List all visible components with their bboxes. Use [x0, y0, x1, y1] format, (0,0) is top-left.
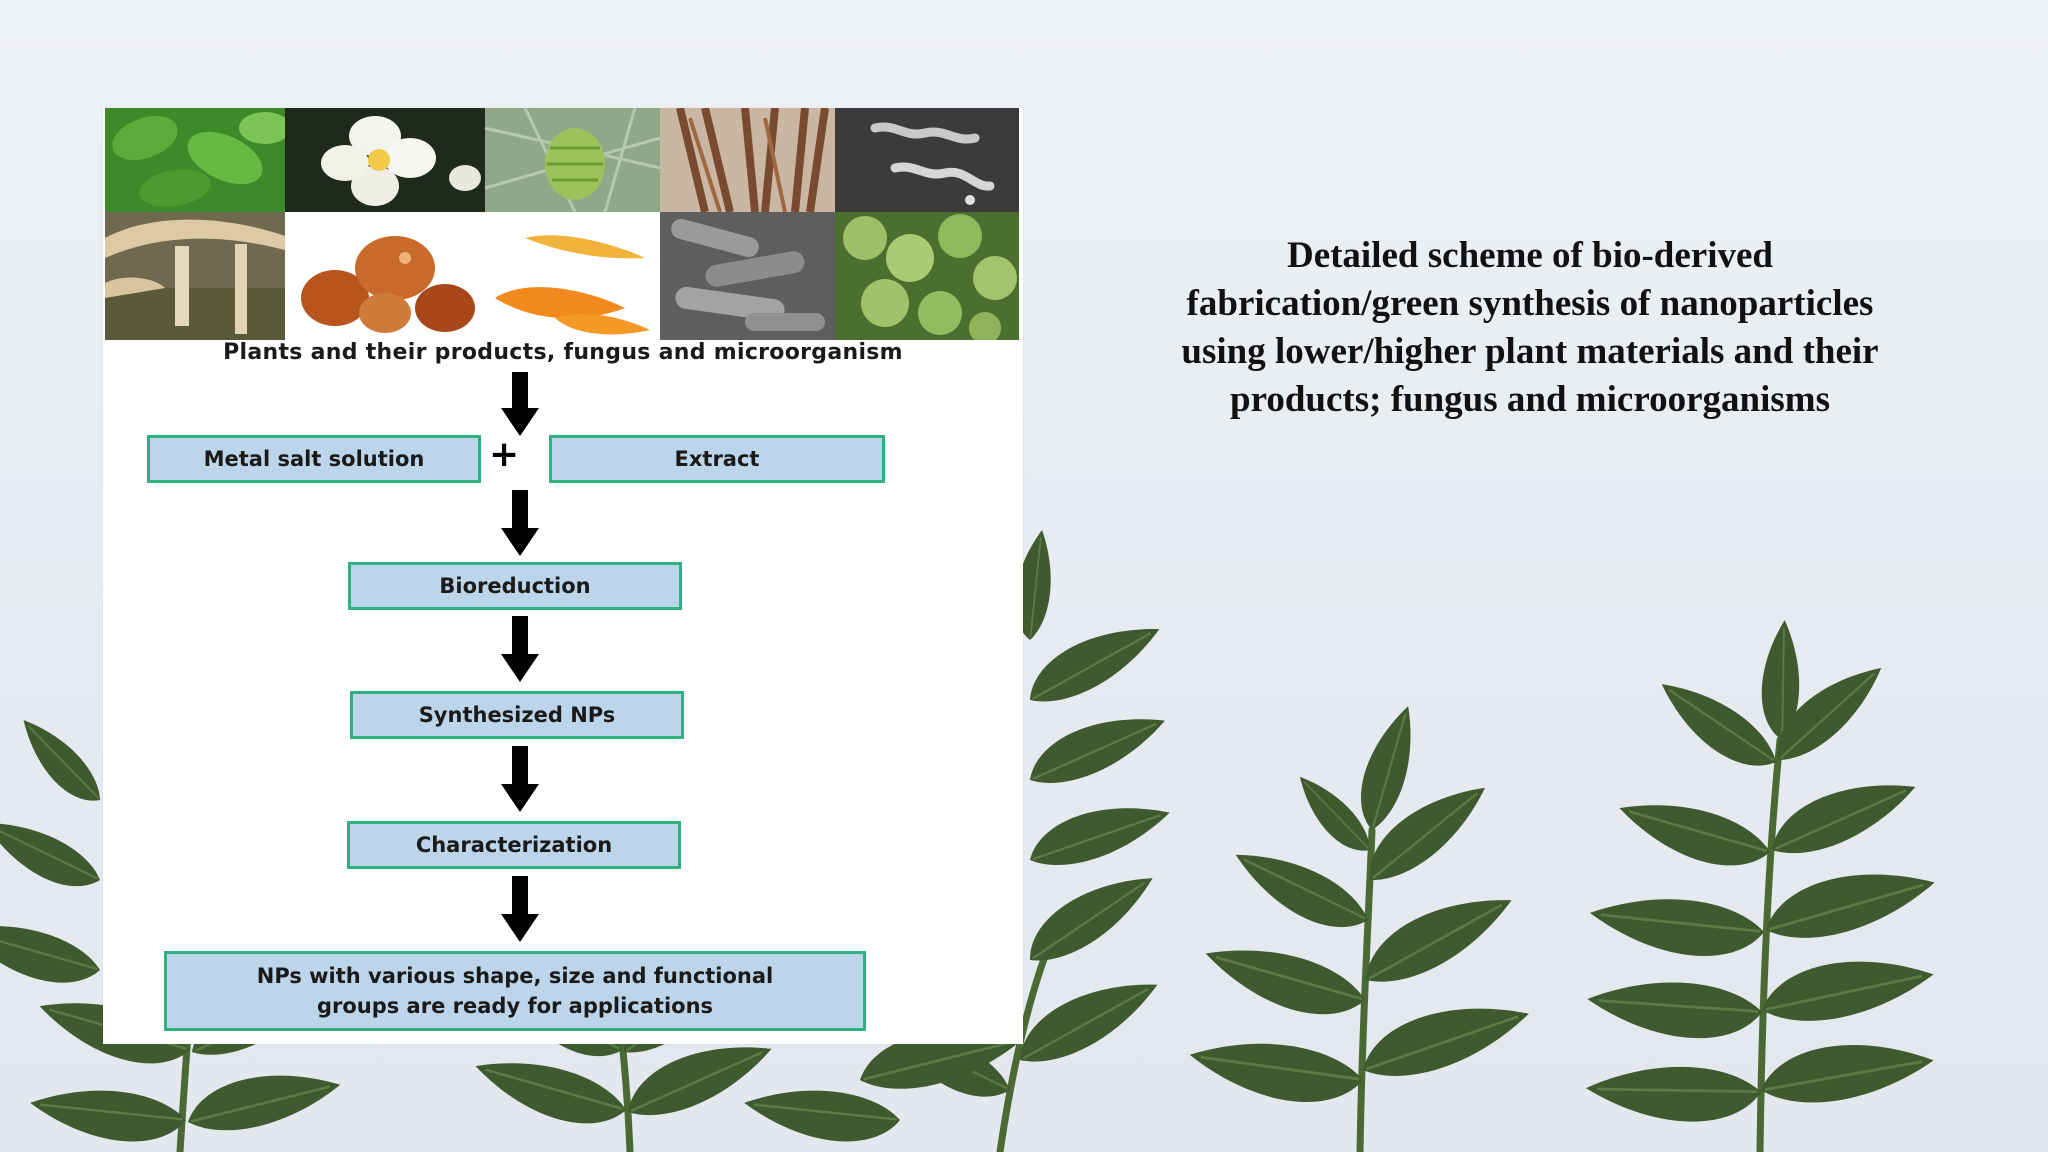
green-spores-micrograph-photo [835, 212, 1019, 340]
synthesized-nps-box: Synthesized NPs [350, 691, 684, 739]
white-flower-photo [285, 108, 485, 212]
orange-peel-photo [485, 212, 660, 340]
rod-bacteria-micrograph-photo [660, 212, 835, 340]
pine-cone-photo [484, 108, 661, 213]
bioreduction-box: Bioreduction [348, 562, 682, 610]
gum-resin-photo [285, 212, 485, 340]
plus-icon: + [489, 434, 520, 475]
bark-roots-photo [660, 108, 835, 213]
flow-arrows [501, 372, 539, 942]
mushrooms-photo [105, 212, 285, 340]
arrow-down-icon [501, 746, 539, 812]
scheme-description: Detailed scheme of bio-derived fabricati… [1181, 235, 1879, 420]
metal-salt-solution-label: Metal salt solution [203, 446, 425, 471]
arrow-down-icon [501, 876, 539, 942]
arrow-down-icon [501, 372, 539, 436]
bacteria-micrograph-photo [835, 108, 1019, 212]
arrow-down-icon [501, 490, 539, 556]
applications-ready-line1: NPs with various shape, size and functio… [256, 963, 774, 988]
mint-leaves-photo [105, 108, 291, 212]
photo-grid-caption: Plants and their products, fungus and mi… [223, 340, 903, 365]
arrow-down-icon [501, 616, 539, 682]
characterization-label: Characterization [415, 832, 613, 857]
applications-ready-box: NPs with various shape, size and functio… [164, 951, 866, 1031]
applications-ready-line2: groups are ready for applications [316, 994, 714, 1018]
synthesized-nps-label: Synthesized NPs [418, 702, 616, 727]
extract-label: Extract [674, 446, 760, 471]
extract-box: Extract [549, 435, 885, 483]
synthesis-scheme-figure: Plants and their products, fungus and mi… [103, 108, 1023, 1044]
source-photo-grid [105, 108, 1019, 340]
metal-salt-solution-box: Metal salt solution [147, 435, 481, 483]
characterization-box: Characterization [347, 821, 681, 869]
bioreduction-label: Bioreduction [439, 573, 591, 598]
